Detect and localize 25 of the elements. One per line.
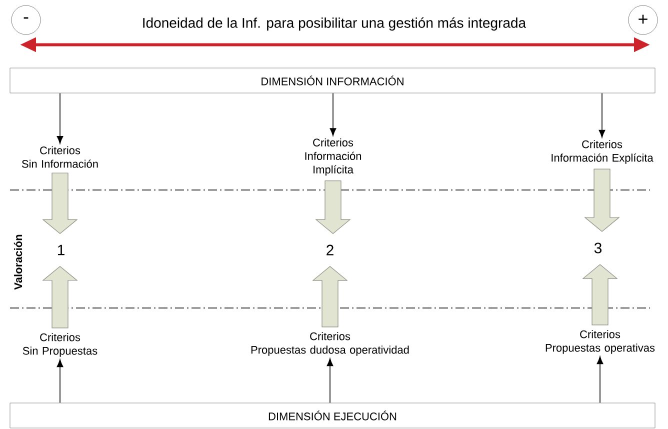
title: Idoneidad de la Inf. para posibilitar una gestión más integrada: [143, 17, 526, 31]
criteria-text: Criterios Sin Información: [22, 146, 98, 168]
arrow: [598, 92, 606, 138]
arrow: [330, 92, 336, 136]
arrow: [56, 359, 64, 404]
block-arrow: [312, 266, 348, 328]
axis-label: Valoración: [14, 234, 22, 290]
criteria-text: Criterios Sin Propuestas: [22, 333, 98, 357]
block-arrow: [315, 180, 351, 234]
block-arrow: [582, 264, 618, 326]
dimension-box: DIMENSIÓN EJECUCIÓN: [10, 402, 656, 428]
arrow: [56, 92, 64, 144]
criteria-text: Criterios Propuestas operativas: [546, 330, 655, 354]
arrow: [596, 356, 604, 404]
block-arrow: [584, 168, 620, 232]
criteria-text: Criterios Información Explícita: [552, 140, 654, 164]
rating-number: 3: [594, 242, 602, 254]
arrow: [326, 358, 334, 404]
rating-number: 2: [326, 244, 334, 256]
block-arrow: [42, 266, 78, 328]
criteria-text: Criterios Información Implícita: [305, 138, 362, 176]
criteria-text: Criterios Propuestas dudosa operatividad: [251, 332, 409, 356]
dimension-box: DIMENSIÓN INFORMACIÓN: [10, 68, 656, 94]
rating-number: 1: [58, 244, 64, 256]
block-arrow: [42, 172, 78, 234]
